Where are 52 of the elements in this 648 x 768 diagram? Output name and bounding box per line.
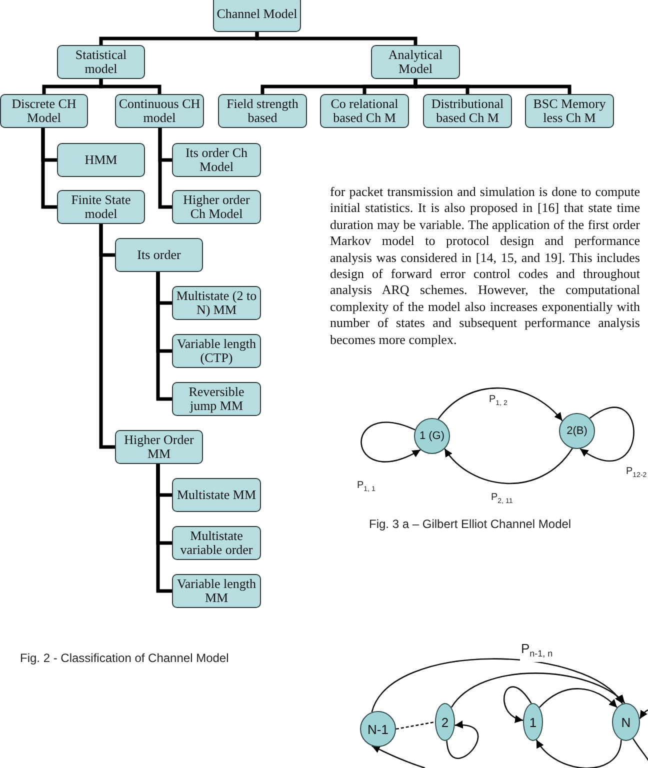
connector-line xyxy=(158,128,172,209)
connector-line xyxy=(99,224,115,449)
connector-line xyxy=(41,128,57,209)
transition-arrow xyxy=(503,686,532,722)
category-box: Reversible jump MM xyxy=(172,382,261,416)
figure-caption: Fig. 3 a – Gilbert Elliot Channel Model xyxy=(369,517,572,531)
category-box: Multistate (2 to N) MM xyxy=(172,286,261,320)
transition-arrow xyxy=(538,688,618,708)
state-circle: 1 xyxy=(523,703,543,741)
connector-line xyxy=(156,464,172,593)
category-box: Variable length (CTP) xyxy=(172,334,261,368)
category-box: Multistate MM xyxy=(172,478,261,512)
category-box: Channel Model xyxy=(213,0,301,32)
transition-arrow xyxy=(444,448,573,484)
edge-label: P$_{n-1, n}$ xyxy=(520,641,554,662)
category-box: Distributional based Ch M xyxy=(423,94,512,128)
transition-arrow xyxy=(372,745,426,768)
transition-arrow xyxy=(450,672,626,708)
category-box: Statistical model xyxy=(57,45,145,79)
figure-caption: Fig. 2 - Classification of Channel Model xyxy=(20,651,229,665)
category-box: Discrete CH Model xyxy=(0,94,88,128)
state-circle: 2 xyxy=(435,703,455,741)
state-circle: N xyxy=(612,703,640,741)
transition-arrow xyxy=(371,658,623,712)
category-box: Higher order Ch Model xyxy=(172,190,261,224)
transition-arrow xyxy=(360,422,421,462)
connector-line xyxy=(255,32,418,45)
state-circle: 1 (G) xyxy=(414,418,450,454)
transition-arrow xyxy=(446,721,479,759)
connector-line xyxy=(414,79,572,94)
category-box: Continuous CH model xyxy=(115,94,204,128)
connector-line xyxy=(396,721,436,730)
category-box: Its order Ch Model xyxy=(172,143,261,177)
state-circle: N-1 xyxy=(360,711,396,747)
connector-line xyxy=(99,79,162,94)
category-box: Co relational based Ch M xyxy=(320,94,409,128)
connector-line xyxy=(156,272,172,401)
category-box: Its order xyxy=(115,238,203,272)
transition-arrow xyxy=(438,387,563,422)
transition-arrow xyxy=(536,739,622,768)
transition-arrow xyxy=(580,406,634,462)
category-box: Field strength based xyxy=(218,94,307,128)
transition-arrow xyxy=(639,709,648,720)
state-circle: 2(B) xyxy=(559,413,595,449)
category-box: Higher Order MM xyxy=(115,430,203,464)
category-box: HMM xyxy=(57,143,145,177)
category-box: BSC Memory less Ch M xyxy=(525,94,614,128)
category-box: Analytical Model xyxy=(371,45,460,79)
body-paragraph: for packet transmission and simulation is done to compute initial statistics. It is also proposed in [16] that state time duration may be variable. The application of the first order Markov model to protocol design and performance analysis was considered in [14, 15, and 19]. This includes design of forward error control codes and throughout analysis ARQ schemes. However, the computational complexity of the model also increases exponentially with number of states and subsequent performance analysis becomes more complex. xyxy=(330,184,640,348)
category-box: Finite State model xyxy=(57,190,145,224)
category-box: Multistate variable order xyxy=(172,526,261,560)
category-box: Variable length MM xyxy=(172,574,261,608)
